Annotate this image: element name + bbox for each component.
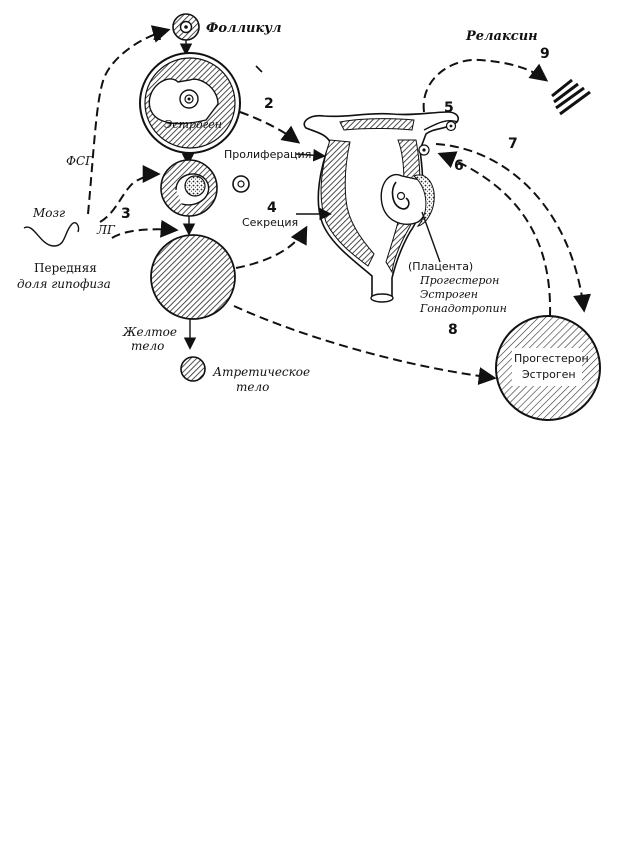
follicle-label: Фолликул (206, 21, 282, 36)
released-oocyte (232, 175, 250, 193)
step-number-3: 3 (121, 206, 131, 222)
arrow-corpus-luteum-to-uterus (235, 225, 308, 269)
step-number-2: 2 (264, 96, 274, 112)
placenta-label: (Плацента) (408, 260, 473, 273)
placenta-gonadotropin-label: Гонадотропин (419, 302, 507, 315)
corpus-luteum-label-2: тело (131, 339, 164, 353)
arrow-corpus-luteum-to-sphere (233, 305, 497, 385)
step-number-4: 4 (267, 200, 277, 216)
small-follicle (172, 13, 200, 41)
sphere-estrogen-label: Эстроген (522, 368, 576, 381)
corpus-luteum-label-1: Желтое (122, 325, 177, 339)
arrow-uterus-to-sphere (435, 143, 591, 313)
stray-mark (255, 65, 263, 73)
placenta-estrogen-label: Эстроген (420, 288, 478, 301)
proliferation-pointer (295, 148, 326, 162)
ovulating-follicle (160, 159, 218, 217)
step-number-7: 7 (508, 136, 518, 152)
uterus (303, 111, 460, 303)
arrow-sphere-to-uterus (437, 151, 552, 317)
relaxin-label: Релаксин (465, 29, 538, 44)
step-number-6: 6 (454, 158, 464, 174)
proliferation-label: Пролиферация (224, 148, 311, 161)
lh-label: ЛГ (96, 223, 116, 237)
embryo-with-placenta (380, 173, 435, 227)
graafian-follicle (139, 52, 241, 154)
relaxin-effect-icon (551, 78, 591, 116)
atretic-body (180, 356, 206, 382)
estrogen-follicle-label: Эстроген (164, 118, 222, 131)
atretic-body-label-2: тело (236, 380, 269, 394)
lh-arrow-to-ovulation (99, 165, 161, 223)
fsh-arrow-to-follicle (87, 25, 171, 215)
secretion-label: Секреция (242, 216, 298, 229)
sphere-label-backdrop (512, 348, 582, 386)
sphere-progesterone-label: Прогестерон (514, 352, 589, 365)
step-number-1: 1 (152, 28, 162, 44)
brain-label: Мозг (32, 206, 65, 220)
arrow-relaxin (422, 58, 549, 113)
step-number-8: 8 (448, 322, 458, 338)
corpus-luteum (150, 234, 236, 320)
step-number-9: 9 (540, 46, 550, 62)
atretic-body-label-1: Атретическое (212, 365, 310, 379)
pituitary-label-1: Передняя (34, 261, 97, 275)
placenta-pointer (421, 211, 441, 263)
pituitary-label-2: доля гипофиза (17, 277, 111, 291)
placenta-progesterone-label: Прогестерон (419, 274, 499, 287)
brain-stalk (23, 222, 80, 247)
fsh-label: ФСГ (66, 154, 94, 168)
step-number-5: 5 (444, 100, 454, 116)
arrow-estrogen-to-uterus (239, 111, 301, 144)
lh-arrow-to-corpus-luteum (111, 219, 179, 239)
